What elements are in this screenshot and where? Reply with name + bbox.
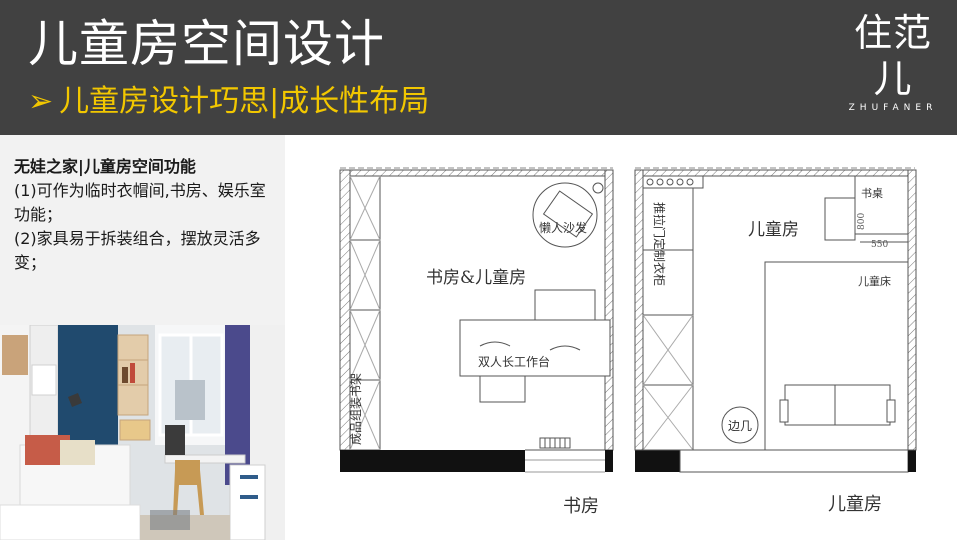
- intro-heading: 无娃之家|儿童房空间功能: [14, 157, 196, 176]
- bed-label: 儿童床: [858, 274, 891, 288]
- kids-room-plan: 儿童房 书桌 儿童床 边几 推拉门定制衣柜 800 550: [634, 167, 917, 473]
- intro-text: 无娃之家|儿童房空间功能 (1)可作为临时衣帽间,书房、娱乐室功能； (2)家具…: [14, 155, 276, 275]
- dim-800-label: 800: [857, 213, 867, 230]
- brand-logo: 住范儿 ZHUFANER: [843, 10, 943, 114]
- dim-550-label: 550: [871, 240, 888, 250]
- kids-room-caption: 儿童房: [828, 494, 882, 515]
- wardrobe-label: 推拉门定制衣柜: [652, 202, 667, 286]
- subtitle-text: 儿童房设计巧思|成长性布局: [59, 84, 430, 119]
- sofa-label: 懒人沙发: [539, 220, 587, 235]
- arrow-bullet-icon: ➢: [28, 84, 54, 119]
- room-photo: [0, 325, 285, 540]
- kids-desk-label: 书桌: [861, 187, 883, 200]
- header-bar: 儿童房空间设计 ➢儿童房设计巧思|成长性布局 住范儿 ZHUFANER: [0, 0, 957, 135]
- study-room-label: 书房&儿童房: [426, 268, 526, 288]
- page-subtitle: ➢儿童房设计巧思|成长性布局: [28, 80, 429, 124]
- side-table-label: 边几: [728, 419, 752, 433]
- kids-room-label: 儿童房: [748, 220, 799, 240]
- intro-line-2: (2)家具易于拆装组合，摆放灵活多变；: [14, 229, 261, 272]
- floor-plans: 书房&儿童房 懒人沙发 双人长工作台 成品组装书架: [330, 150, 930, 540]
- bookshelf-label: 成品组装书架: [349, 373, 363, 445]
- study-caption: 书房: [563, 496, 599, 517]
- logo-mark: 住范儿: [853, 11, 932, 101]
- intro-line-1: (1)可作为临时衣帽间,书房、娱乐室功能；: [14, 181, 266, 224]
- study-plan: 书房&儿童房 懒人沙发 双人长工作台 成品组装书架: [339, 167, 614, 473]
- intro-panel: 无娃之家|儿童房空间功能 (1)可作为临时衣帽间,书房、娱乐室功能； (2)家具…: [0, 135, 285, 325]
- page-title: 儿童房空间设计: [28, 15, 385, 73]
- logo-subtext: ZHUFANER: [848, 103, 938, 113]
- desk-label: 双人长工作台: [478, 354, 550, 369]
